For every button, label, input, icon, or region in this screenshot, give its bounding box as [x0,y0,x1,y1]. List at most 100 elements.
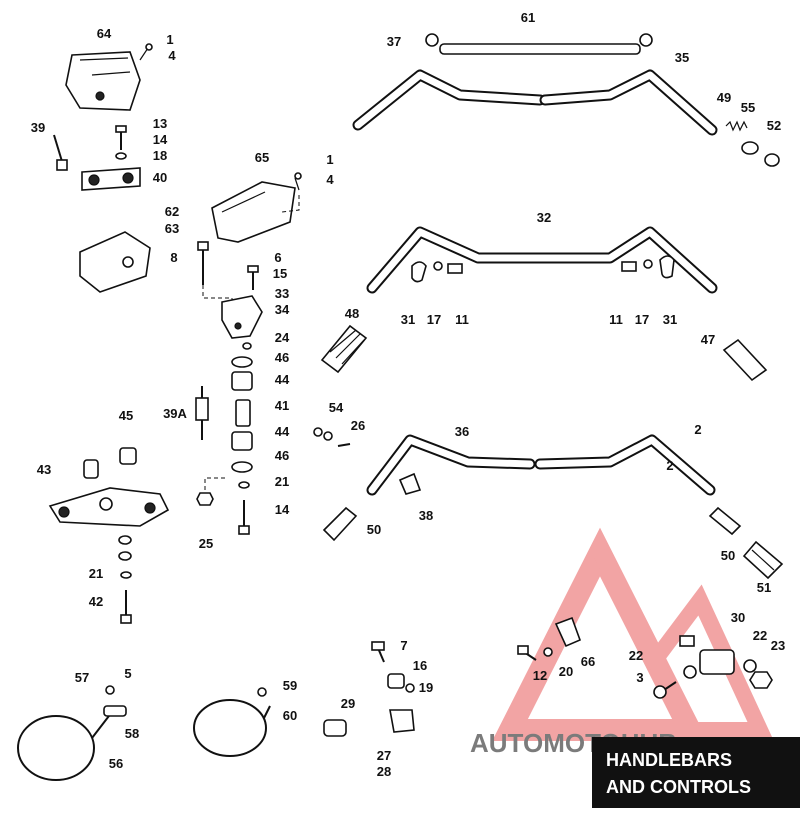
part-29-clamp [323,719,347,737]
callout-49: 49 [717,90,731,105]
callout-20: 20 [559,664,573,679]
part-38-clamp [398,472,422,495]
callout-42: 42 [89,594,103,609]
callout-31: 31 [401,312,415,327]
part-30-switch [679,635,735,675]
diagram-title-box: HANDLEBARS AND CONTROLS [592,737,800,808]
part-62-63-cover [79,231,151,293]
part-3-screw [653,681,677,699]
part-61-crossbar [425,33,653,55]
part-8-bolt [197,241,233,308]
callout-52: 52 [767,118,781,133]
callout-1: 1 [326,152,333,167]
part-51-grip [742,540,784,580]
callout-24: 24 [275,330,290,345]
callout-14: 14 [153,132,168,147]
callout-66: 66 [581,654,595,669]
part-66-clamp [554,616,582,648]
callout-1: 1 [166,32,173,47]
callout-56: 56 [109,756,123,771]
part-12-screw [517,645,537,661]
callout-15: 15 [273,266,287,281]
part-33-34-riser [221,295,263,339]
callout-35: 35 [675,50,689,65]
callout-21: 21 [89,566,103,581]
clamp-31-17-11-left [411,261,463,283]
part-50-grip-left [322,506,358,542]
callout-58: 58 [125,726,139,741]
part-54-26 [313,427,351,447]
callout-63: 63 [165,221,179,236]
callout-16: 16 [413,658,427,673]
callout-59: 59 [283,678,297,693]
part-50-grip-right [708,506,742,536]
callout-2: 2 [666,458,673,473]
callout-45: 45 [119,408,133,423]
part-45-bushing [119,447,137,465]
callout-46: 46 [275,448,289,463]
callout-11: 11 [609,312,623,327]
handlebar-32 [366,226,718,294]
part-58-fitting [103,685,127,717]
part-65-cover [211,181,296,243]
callout-22: 22 [629,648,643,663]
callout-65: 65 [255,150,269,165]
callout-11: 11 [455,312,469,327]
callout-27: 27 [377,748,391,763]
callout-14: 14 [275,502,290,517]
callout-41: 41 [275,398,289,413]
callout-57: 57 [75,670,89,685]
callout-44: 44 [275,372,290,387]
callout-60: 60 [283,708,297,723]
callout-62: 62 [165,204,179,219]
callout-13: 13 [153,116,167,131]
part-56-cable [17,711,113,781]
callout-19: 19 [419,680,433,695]
handlebar-36 [366,434,716,496]
callout-50: 50 [367,522,381,537]
part-40-clamp [81,167,141,191]
callout-40: 40 [153,170,167,185]
callout-12: 12 [533,668,547,683]
callout-47: 47 [701,332,715,347]
callout-3: 3 [636,670,643,685]
callout-39A: 39A [163,406,187,421]
part-19-washer [405,683,415,693]
part-49-spring [725,120,748,132]
clamp-31-17-11-right [621,255,675,279]
callout-33: 33 [275,286,289,301]
part-6-15-screw [247,265,259,290]
callout-21: 21 [275,474,289,489]
callout-17: 17 [427,312,441,327]
callout-46: 46 [275,350,289,365]
screw-1-4-mid [281,172,302,213]
callout-43: 43 [37,462,51,477]
part-55-ring [741,141,759,155]
part-52-cap [764,153,780,167]
part-22-nut-2 [743,659,757,673]
callout-28: 28 [377,764,391,779]
handlebar-37-35 [352,69,718,136]
part-39A-stud [195,386,209,440]
callout-51: 51 [757,580,771,595]
callout-5: 5 [124,666,131,681]
callout-25: 25 [199,536,213,551]
part-60-cable [193,687,271,757]
callout-7: 7 [400,638,407,653]
callout-64: 64 [97,26,112,41]
callout-6: 6 [274,250,281,265]
callout-32: 32 [537,210,551,225]
part-27-28-bracket [389,709,415,733]
part-22-nut [683,665,697,679]
callout-29: 29 [341,696,355,711]
callout-4: 4 [326,172,334,187]
title-line-1: HANDLEBARS [606,750,732,770]
part-47-grip [722,338,768,382]
callout-55: 55 [741,100,755,115]
callout-31: 31 [663,312,677,327]
callout-50: 50 [721,548,735,563]
part-39-bolt [53,134,68,171]
part-20-washer [543,647,553,657]
title-line-2: AND CONTROLS [606,777,751,797]
